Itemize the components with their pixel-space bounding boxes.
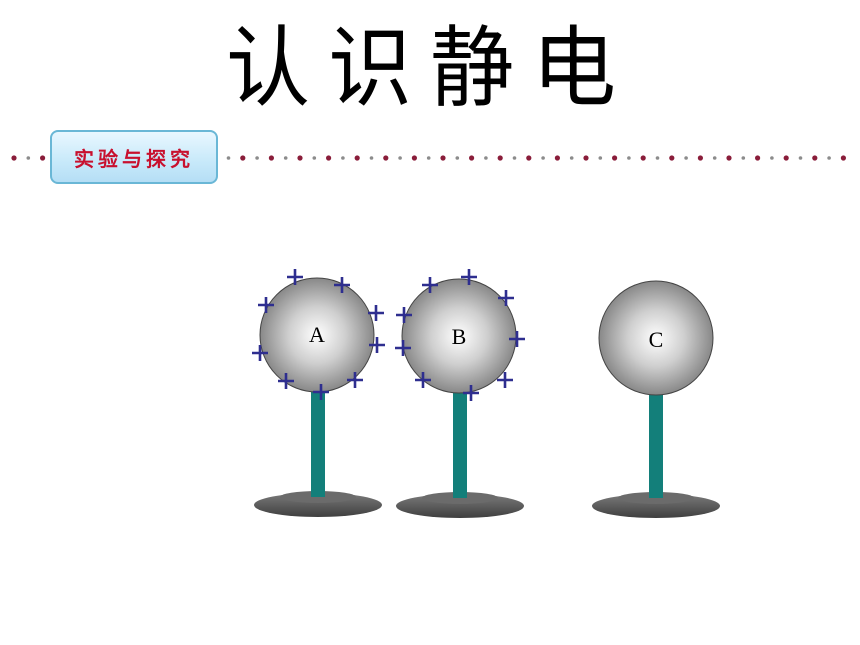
plus-charge-icon xyxy=(509,331,525,347)
dotted-divider xyxy=(11,155,847,161)
slide-title: 认识静电 xyxy=(225,16,634,120)
plus-charge-icon xyxy=(415,372,431,388)
plus-charge-icon xyxy=(258,297,274,313)
plus-charge-icon xyxy=(396,307,412,323)
stand-c: C xyxy=(592,280,720,518)
plus-charge-icon xyxy=(422,277,438,293)
stand-pole xyxy=(453,387,467,498)
plus-charge-icon xyxy=(313,384,329,400)
plus-charge-icon xyxy=(498,290,514,306)
charges-a xyxy=(252,269,385,400)
plus-charge-icon xyxy=(497,372,513,388)
plus-charge-icon xyxy=(461,269,477,285)
plus-charge-icon xyxy=(463,385,479,401)
stand-b: B xyxy=(395,269,525,518)
stand-a: A xyxy=(252,269,385,517)
stand-pole xyxy=(649,388,663,498)
plus-charge-icon xyxy=(368,305,384,321)
sphere-c xyxy=(598,280,714,396)
plus-charge-icon xyxy=(347,372,363,388)
sphere-c-label: C xyxy=(649,327,664,352)
sphere-a-label: A xyxy=(309,322,325,347)
plus-charge-icon xyxy=(252,345,268,361)
section-badge: 实验与探究 xyxy=(50,130,218,184)
plus-charge-icon xyxy=(334,277,350,293)
sphere-b-label: B xyxy=(452,324,467,349)
plus-charge-icon xyxy=(395,340,411,356)
plus-charge-icon xyxy=(287,269,303,285)
plus-charge-icon xyxy=(278,373,294,389)
plus-charge-icon xyxy=(369,337,385,353)
charges-b xyxy=(395,269,525,401)
stand-pole xyxy=(311,385,325,497)
